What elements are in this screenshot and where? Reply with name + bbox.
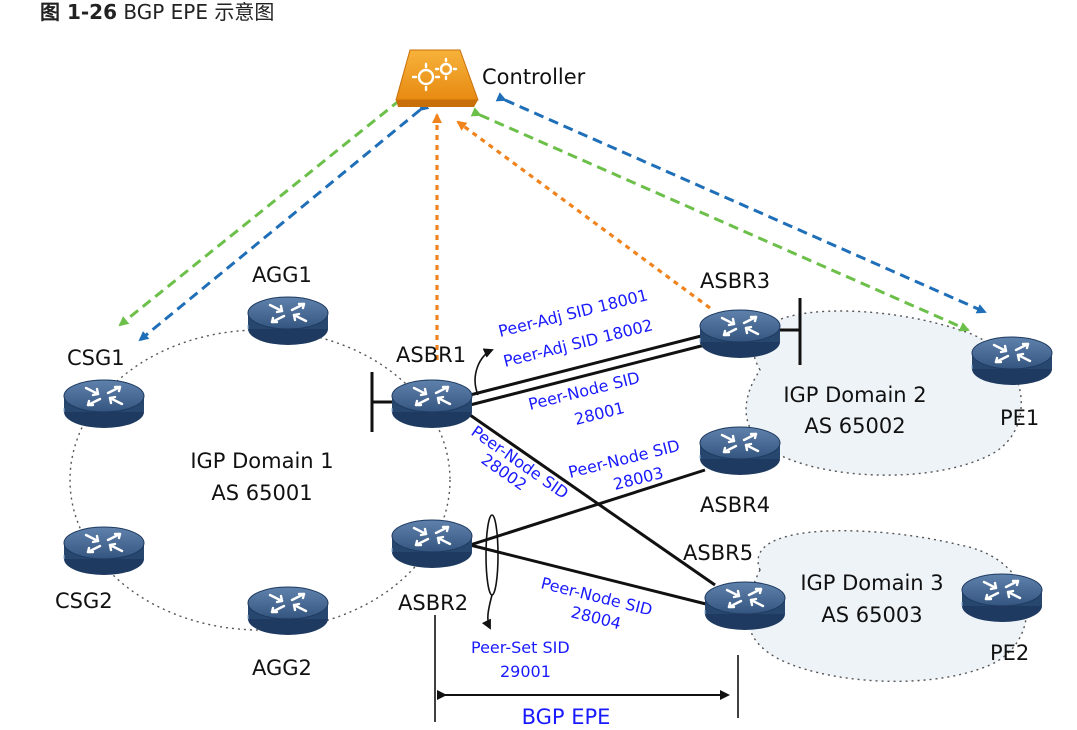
link-asbr1-asbr3-a: [469, 333, 706, 397]
label-agg1: AGG1: [252, 263, 312, 287]
router-asbr4-icon: [698, 425, 782, 477]
figure-title: 图 1-26 BGP EPE 示意图: [40, 0, 274, 25]
figure-number: 图 1-26: [40, 0, 118, 24]
link-asbr1-asbr5: [469, 413, 716, 587]
sid-set-value: 29001: [500, 662, 551, 681]
label-pe2: PE2: [990, 641, 1029, 665]
igp-domain-1-ring: [69, 329, 451, 631]
domain1-as: AS 65001: [211, 481, 312, 505]
igp-domain-3-area: [746, 530, 1027, 683]
bgp-epe-label: BGP EPE: [522, 705, 611, 729]
label-asbr2: ASBR2: [398, 591, 468, 615]
router-pe2-icon: [960, 572, 1044, 624]
green-link-pe1: [470, 107, 970, 332]
sid-node-28001-value: 28001: [572, 398, 626, 429]
green-link-csg1: [118, 91, 410, 327]
label-agg2: AGG2: [252, 656, 312, 680]
router-asbr3-icon: [698, 308, 782, 360]
label-pe1: PE1: [1000, 406, 1039, 430]
blue-link-pe1: [495, 92, 987, 314]
label-asbr5: ASBR5: [683, 541, 753, 565]
domain3-as: AS 65003: [821, 603, 922, 627]
router-csg1-icon: [62, 378, 146, 430]
label-csg1: CSG1: [67, 346, 125, 370]
label-csg2: CSG2: [55, 589, 113, 613]
router-agg2-icon: [246, 585, 330, 637]
figure-caption: BGP EPE 示意图: [123, 0, 275, 24]
link-asbr2-asbr5: [469, 543, 711, 607]
label-asbr1: ASBR1: [396, 343, 466, 367]
blue-link-csg1: [138, 101, 430, 342]
controller-label: Controller: [482, 65, 586, 89]
sid-set-label: Peer-Set SID: [471, 638, 570, 657]
label-asbr3: ASBR3: [700, 269, 770, 293]
domain1-name: IGP Domain 1: [190, 449, 333, 473]
router-pe1-icon: [970, 335, 1054, 387]
peer-set-curve-arrow: [481, 594, 493, 630]
peer-set-ellipse: [485, 514, 499, 596]
domain2-name: IGP Domain 2: [783, 383, 926, 407]
domain2-as: AS 65002: [804, 414, 905, 438]
router-asbr5-icon: [703, 580, 787, 632]
link-asbr2-asbr4: [469, 468, 706, 547]
router-asbr2-icon: [390, 518, 474, 570]
router-csg2-icon: [62, 525, 146, 577]
router-agg1-icon: [246, 295, 330, 347]
label-asbr4: ASBR4: [700, 493, 770, 517]
adj-curve-arrow: [474, 348, 494, 396]
link-asbr1-asbr3-b: [469, 343, 706, 407]
router-asbr1-icon: [390, 378, 474, 430]
controller-icon: [395, 49, 479, 107]
igp-domain-2-area: [745, 310, 1022, 476]
domain3-name: IGP Domain 3: [800, 571, 943, 595]
orange-link-asbr3: [456, 120, 711, 310]
